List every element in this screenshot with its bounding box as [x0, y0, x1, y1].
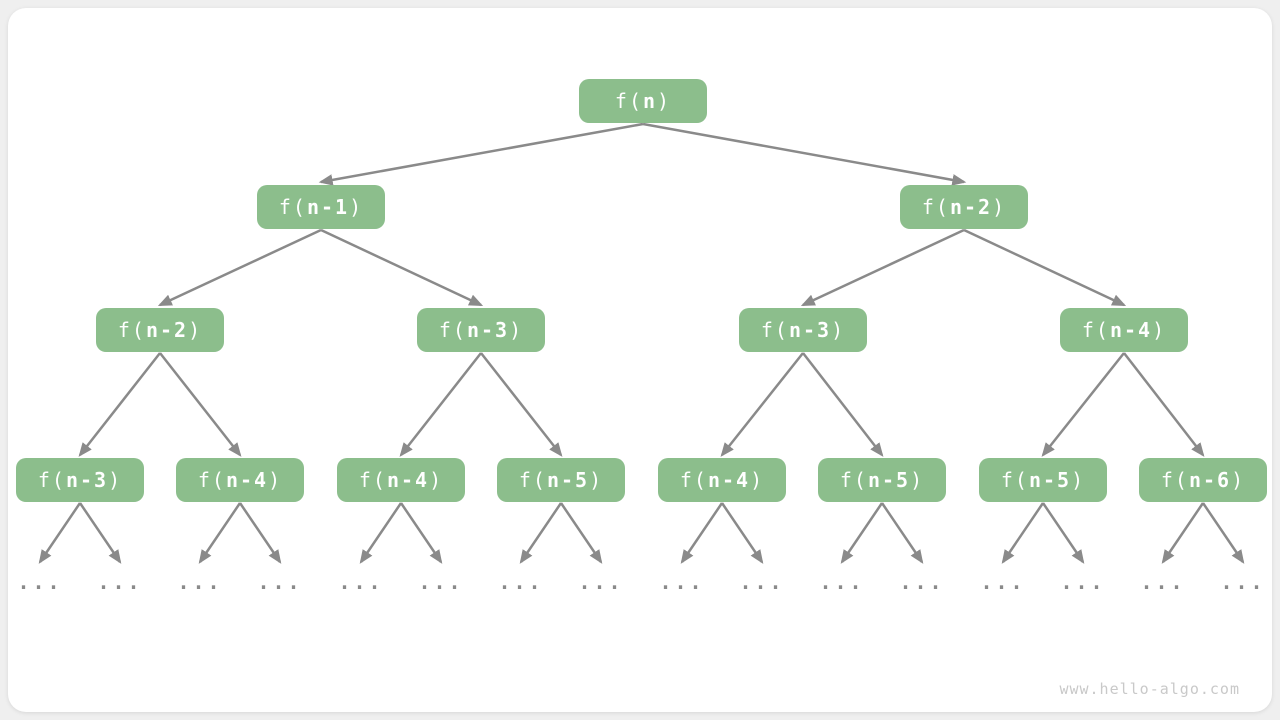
ellipsis-leaf: ... [17, 570, 63, 594]
edge-arrow [519, 502, 563, 564]
edge-arrow [680, 502, 724, 564]
tree-node-l4-7: f(n-6) [1139, 458, 1267, 502]
edge-arrow [399, 502, 443, 564]
tree-node-root: f(n) [579, 79, 707, 123]
tree-node-l4-4: f(n-4) [658, 458, 786, 502]
edge-arrow [198, 502, 242, 564]
edge-arrow [159, 352, 242, 457]
edge-arrow [559, 502, 603, 564]
tree-node-l2-0: f(n-1) [257, 185, 385, 229]
edge-arrow [1041, 502, 1085, 564]
watermark-text: www.hello-algo.com [1059, 680, 1240, 698]
node-label: f(n-6) [1160, 468, 1246, 492]
ellipsis-leaf: ... [97, 570, 143, 594]
tree-node-l3-3: f(n-4) [1060, 308, 1188, 352]
node-label: f(n-4) [197, 468, 283, 492]
edge-arrow [320, 228, 484, 307]
edge-arrow [880, 502, 924, 564]
ellipsis-leaf: ... [338, 570, 384, 594]
tree-node-l4-2: f(n-4) [337, 458, 465, 502]
ellipsis-leaf: ... [1060, 570, 1106, 594]
ellipsis-leaf: ... [819, 570, 865, 594]
tree-node-l4-6: f(n-5) [979, 458, 1107, 502]
ellipsis-leaf: ... [257, 570, 303, 594]
node-label: f(n-4) [679, 468, 765, 492]
tree-node-l4-3: f(n-5) [497, 458, 625, 502]
edge-arrow [78, 502, 122, 564]
ellipsis-leaf: ... [980, 570, 1026, 594]
edge-arrow [840, 502, 884, 564]
node-label: f(n-3) [37, 468, 123, 492]
node-label: f(n-3) [438, 318, 524, 342]
node-label: f(n-4) [1081, 318, 1167, 342]
edge-arrow [238, 502, 282, 564]
edge-arrow [399, 352, 482, 457]
node-label: f(n-1) [278, 195, 364, 219]
edge-arrow [157, 228, 322, 307]
ellipsis-leaf: ... [177, 570, 223, 594]
edge-arrow [359, 502, 403, 564]
edge-arrow [802, 352, 884, 457]
tree-node-l3-0: f(n-2) [96, 308, 224, 352]
node-label: f(n-4) [358, 468, 444, 492]
ellipsis-leaf: ... [578, 570, 624, 594]
edge-arrow [1161, 502, 1205, 564]
ellipsis-leaf: ... [498, 570, 544, 594]
tree-node-l4-5: f(n-5) [818, 458, 946, 502]
edge-arrow [318, 122, 644, 186]
tree-node-l2-1: f(n-2) [900, 185, 1028, 229]
node-label: f(n) [614, 89, 672, 113]
ellipsis-leaf: ... [418, 570, 464, 594]
edge-arrow [1041, 352, 1125, 457]
edge-arrow [1001, 502, 1045, 564]
ellipsis-leaf: ... [1220, 570, 1266, 594]
ellipsis-leaf: ... [739, 570, 785, 594]
edge-arrow [78, 352, 161, 457]
edge-arrow [1201, 502, 1245, 564]
tree-node-l4-1: f(n-4) [176, 458, 304, 502]
node-label: f(n-5) [1000, 468, 1086, 492]
edge-arrow [1123, 352, 1205, 457]
ellipsis-leaf: ... [659, 570, 705, 594]
edge-arrow [38, 502, 82, 564]
tree-node-l3-1: f(n-3) [417, 308, 545, 352]
tree-node-l3-2: f(n-3) [739, 308, 867, 352]
node-label: f(n-3) [760, 318, 846, 342]
edge-arrow [720, 502, 764, 564]
edge-arrow [720, 352, 804, 457]
node-label: f(n-2) [921, 195, 1007, 219]
tree-node-l4-0: f(n-3) [16, 458, 144, 502]
node-label: f(n-2) [117, 318, 203, 342]
edge-arrow [800, 228, 965, 307]
ellipsis-leaf: ... [899, 570, 945, 594]
edge-arrow [963, 228, 1127, 307]
edge-arrow [642, 122, 967, 186]
ellipsis-leaf: ... [1140, 570, 1186, 594]
node-label: f(n-5) [839, 468, 925, 492]
node-label: f(n-5) [518, 468, 604, 492]
edge-arrow [480, 352, 563, 457]
